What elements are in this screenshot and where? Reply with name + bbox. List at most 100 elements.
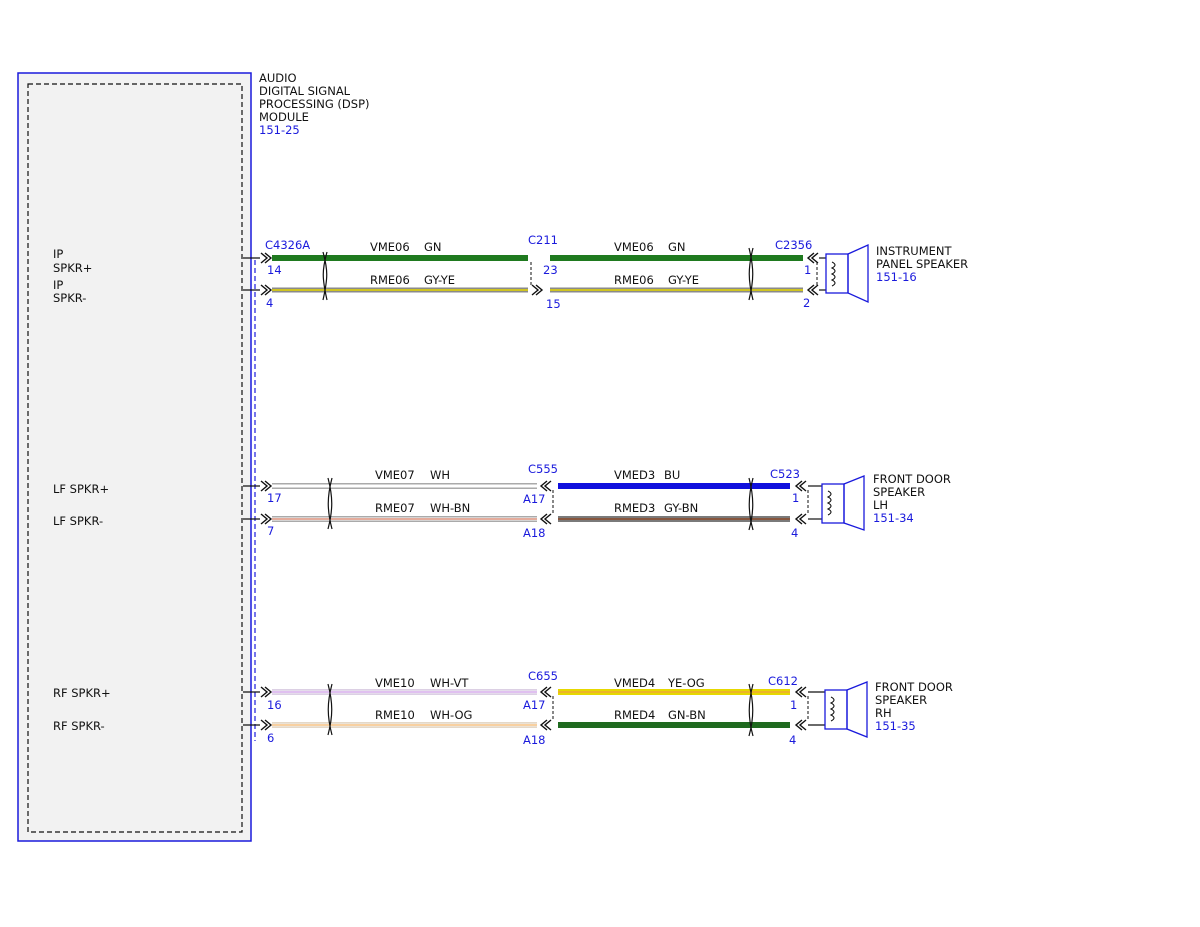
speaker-name-line: RH — [875, 706, 892, 720]
connector-chevron — [260, 513, 273, 525]
circuit-label: VMED4 — [614, 676, 655, 690]
circuit-label: VME10 — [375, 676, 415, 690]
wire-color-label: BU — [664, 468, 680, 482]
connector-chevron — [794, 719, 807, 731]
connector-chevron — [806, 284, 819, 296]
pin-label-lf-neg: LF SPKR- — [53, 514, 103, 528]
connector-chevron — [794, 513, 807, 525]
twisted-pair-mark — [748, 477, 754, 531]
pin-label-rf-pos: RF SPKR+ — [53, 686, 111, 700]
pin-number: 16 — [267, 698, 282, 712]
rf-speaker-circuit: 16 6 VME10 WH-VT RME10 WH-OG C655 A17 A1… — [260, 669, 953, 747]
connector-label-c4326a: C4326A — [265, 238, 310, 252]
pin-label-ip-pos-1: IP — [53, 247, 63, 261]
dsp-module — [17, 72, 256, 842]
connector-label-c555: C555 — [528, 462, 558, 476]
module-title-line-1: AUDIO — [259, 71, 297, 85]
connector-chevron — [539, 513, 552, 525]
twisted-pair-mark — [322, 251, 328, 301]
wire-color-label: GN — [424, 240, 442, 254]
module-ref: 151-25 — [259, 123, 300, 137]
pin-label-ip-pos-2: SPKR+ — [53, 261, 92, 275]
circuit-label: RMED4 — [614, 708, 655, 722]
pin-number: 6 — [267, 731, 274, 745]
pin-number: 2 — [803, 296, 810, 310]
wire-color-label: GY-YE — [668, 273, 699, 287]
module-inner-boundary — [27, 83, 243, 833]
module-pin-labels: IP SPKR+ IP SPKR- LF SPKR+ LF SPKR- RF S… — [53, 247, 111, 733]
wire-color-label: WH-BN — [430, 501, 470, 515]
connector-chevron — [260, 480, 273, 492]
wire-color-label: GN — [668, 240, 686, 254]
module-title-line-3: PROCESSING (DSP) — [259, 97, 370, 111]
pin-number: 14 — [267, 263, 282, 277]
wire-color-label: WH-OG — [430, 708, 472, 722]
pin-number: 4 — [266, 296, 273, 310]
connector-chevron — [794, 480, 807, 492]
circuit-label: RME07 — [375, 501, 415, 515]
speaker-name-line: LH — [873, 498, 888, 512]
wire-color-label: WH-VT — [430, 676, 469, 690]
speaker-ref: 151-16 — [876, 270, 917, 284]
circuit-label: VME06 — [614, 240, 654, 254]
connector-label-c2356: C2356 — [775, 238, 812, 252]
speaker-name-line: FRONT DOOR — [875, 680, 953, 694]
module-title-line-2: DIGITAL SIGNAL — [259, 84, 351, 98]
lf-speaker-circuit: 17 7 VME07 WH RME07 WH-BN C555 A17 A18 V… — [260, 462, 951, 540]
module-pin-stubs — [243, 257, 260, 726]
connector-chevron — [806, 252, 819, 264]
pin-number: A18 — [523, 733, 546, 747]
connector-label-c523: C523 — [770, 467, 800, 481]
connector-label-c612: C612 — [768, 674, 798, 688]
pin-number: 7 — [267, 524, 274, 538]
wire-color-label: GY-BN — [664, 501, 698, 515]
module-outline — [17, 72, 252, 842]
ip-speaker-circuit: C4326A 14 4 VME06 GN RME06 GY-YE C211 23… — [260, 233, 968, 311]
connector-chevron — [531, 284, 544, 296]
connector-chevron — [260, 252, 273, 264]
connector-label-c211: C211 — [528, 233, 558, 247]
circuit-label: RMED3 — [614, 501, 655, 515]
module-title-line-4: MODULE — [259, 110, 309, 124]
circuit-label: VME07 — [375, 468, 415, 482]
twisted-pair-mark — [748, 247, 754, 301]
speaker-name-line: PANEL SPEAKER — [876, 257, 968, 271]
wire-color-label: YE-OG — [667, 676, 705, 690]
speaker-name-line: SPEAKER — [873, 485, 925, 499]
pin-number: 4 — [789, 733, 796, 747]
speaker-name-line: FRONT DOOR — [873, 472, 951, 486]
connector-chevron — [539, 480, 552, 492]
connector-chevron — [794, 686, 807, 698]
speaker-ref: 151-34 — [873, 511, 914, 525]
connector-chevron — [539, 686, 552, 698]
pin-label-ip-neg-2: SPKR- — [53, 291, 86, 305]
connector-label-c655: C655 — [528, 669, 558, 683]
circuit-label: RME06 — [370, 273, 410, 287]
speaker-icon — [821, 475, 865, 531]
pin-number: 4 — [791, 526, 798, 540]
pin-label-rf-neg: RF SPKR- — [53, 719, 105, 733]
speaker-ref: 151-35 — [875, 719, 916, 733]
speaker-name-line: INSTRUMENT — [876, 244, 953, 258]
wire-color-label: WH — [430, 468, 450, 482]
pin-number: 1 — [792, 491, 799, 505]
circuit-label: VMED3 — [614, 468, 655, 482]
pin-number: 17 — [267, 491, 282, 505]
pin-number: A17 — [523, 698, 546, 712]
speaker-icon — [824, 681, 868, 738]
circuit-label: RME06 — [614, 273, 654, 287]
connector-chevron — [260, 719, 273, 731]
pin-number: 15 — [546, 297, 561, 311]
speaker-icon — [825, 243, 869, 304]
circuit-label: VME06 — [370, 240, 410, 254]
circuit-label: RME10 — [375, 708, 415, 722]
twisted-pair-mark — [748, 683, 754, 737]
connector-chevron — [260, 686, 273, 698]
connector-chevron — [539, 719, 552, 731]
pin-number: 1 — [804, 263, 811, 277]
wire-color-label: GN-BN — [668, 708, 706, 722]
module-title: AUDIO DIGITAL SIGNAL PROCESSING (DSP) MO… — [259, 71, 370, 137]
pin-label-lf-pos: LF SPKR+ — [53, 482, 109, 496]
pin-number: A18 — [523, 526, 546, 540]
